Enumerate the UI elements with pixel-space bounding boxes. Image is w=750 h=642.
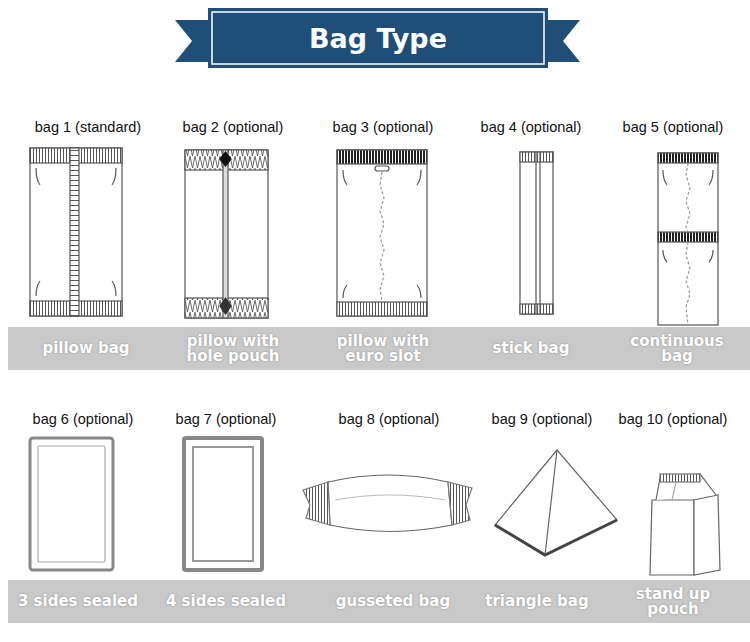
bag-number-label: bag 9 (optional) — [467, 411, 617, 427]
bag-type-name: pillow with hole pouch — [171, 334, 295, 364]
bag-type-name: triangle bag — [475, 594, 599, 609]
bag-type-name: 4 sides sealed — [164, 594, 288, 609]
caption-band: 3 sides sealed 4 sides sealed gusseted bag… — [8, 580, 750, 623]
continuous-bag-drawing — [658, 153, 718, 325]
title-text: Bag Type — [309, 23, 447, 54]
pillow-bag-drawing — [30, 148, 122, 316]
bag-number-label: bag 7 (optional) — [151, 411, 301, 427]
bag-type-name: stand up pouch — [611, 587, 735, 617]
three-side-seal-drawing — [30, 438, 113, 570]
bag-number-label: bag 4 (optional) — [456, 119, 606, 135]
bag-type-name: pillow bag — [24, 341, 148, 356]
bag-type-name: pillow with euro slot — [321, 334, 445, 364]
pillow-euro-slot-drawing — [337, 150, 427, 316]
bag-type-name: continuous bag — [615, 334, 739, 364]
bag-number-label: bag 1 (standard) — [13, 119, 163, 135]
stick-bag-drawing — [520, 152, 553, 314]
bag-type-name: gusseted bag — [331, 594, 455, 609]
bag-number-label: bag 5 (optional) — [598, 119, 748, 135]
bag-type-name: stick bag — [469, 341, 593, 356]
bag-number-label: bag 8 (optional) — [314, 411, 464, 427]
triangle-bag-drawing — [495, 450, 617, 555]
bag-type-name: 3 sides sealed — [16, 594, 140, 609]
bag-number-label: bag 6 (optional) — [8, 411, 158, 427]
caption-band: pillow bag pillow with hole pouch pillow w… — [8, 327, 750, 370]
bag-number-label: bag 2 (optional) — [158, 119, 308, 135]
gusseted-bag-drawing — [303, 475, 472, 532]
title-banner — [175, 8, 580, 68]
pillow-hole-drawing — [185, 150, 268, 318]
four-side-seal-drawing — [184, 438, 262, 570]
bag-number-label: bag 10 (optional) — [598, 411, 748, 427]
bag-number-label: bag 3 (optional) — [308, 119, 458, 135]
stand-up-pouch-drawing — [650, 474, 720, 575]
